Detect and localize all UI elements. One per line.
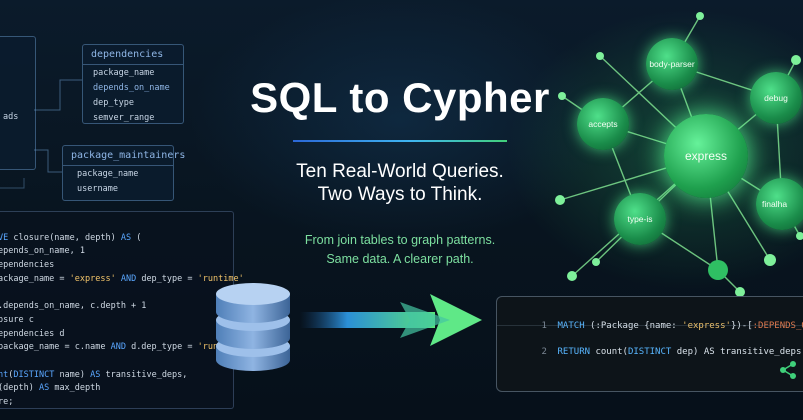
subtitle-line-2: Two Ways to Think.	[317, 184, 483, 205]
headline-subtitle: Ten Real-World Queries. Two Ways to Thin…	[250, 160, 550, 206]
subtitle-line-1: Ten Real-World Queries.	[296, 161, 504, 182]
line-number: 2	[541, 347, 547, 357]
sql-line: ependencies	[0, 260, 55, 271]
tagline-line-1: From join tables to graph patterns.	[304, 233, 496, 247]
sql-line: ackage_name = 'express' AND dep_type = '…	[0, 273, 244, 284]
column-semver-range: semver_range	[93, 113, 155, 123]
column-username: username	[77, 184, 118, 194]
sql-line: epends_on_name, 1	[0, 246, 85, 257]
node-label: accepts	[588, 119, 618, 129]
sql-line: ependencies d	[0, 328, 65, 339]
dependencies-table: dependencies package_name depends_on_nam…	[82, 44, 184, 124]
sql-line: VE closure(name, depth) AS (	[0, 232, 142, 243]
tagline-line-2: Same data. A clearer path.	[326, 252, 474, 266]
graph-node-express: express	[664, 114, 748, 198]
node-label: debug	[764, 93, 788, 103]
node-label: type-is	[627, 214, 653, 224]
share-icon[interactable]	[778, 360, 798, 380]
sql-query-panel	[0, 211, 234, 409]
node-label: express	[684, 149, 728, 163]
cypher-keyword: DISTINCT	[627, 347, 672, 357]
node-label: body-parser	[649, 59, 695, 69]
sql-line: (depth) AS max_depth	[0, 383, 101, 394]
headline-title: SQL to Cypher	[250, 74, 550, 121]
sql-line: .depends_on_name, c.depth + 1	[0, 301, 147, 312]
line-number: 1	[541, 321, 547, 331]
graph-node-finalhandler: finalha	[756, 178, 803, 230]
cypher-text: })-[	[730, 321, 753, 331]
cypher-text: count(	[590, 347, 628, 357]
sql-line: osure c	[0, 314, 34, 325]
cypher-relationship: :DEPENDS_ON*	[752, 321, 803, 331]
sql-line: re;	[0, 397, 14, 408]
cypher-keyword: RETURN	[557, 347, 591, 357]
column-package-name: package_name	[93, 68, 155, 78]
cypher-keyword: MATCH	[557, 321, 585, 331]
sql-line: nt(DISTINCT name) AS transitive_deps,	[0, 369, 188, 380]
column-depends-on-name: depends_on_name	[93, 83, 170, 93]
database-icon	[216, 283, 290, 371]
column-package-name: package_name	[77, 169, 139, 179]
cypher-string: 'express'	[682, 321, 731, 331]
column-dep-type: dep_type	[93, 98, 134, 108]
cypher-line-1: 1 MATCH (:Package {name: 'express'})-[:DE…	[509, 311, 803, 341]
graph-node-debug: debug	[750, 72, 802, 124]
arrow-right-icon	[300, 294, 482, 346]
headline-tagline: From join tables to graph patterns. Same…	[248, 231, 552, 269]
node-label: finalha	[762, 199, 788, 209]
dependencies-table-title: dependencies	[83, 45, 183, 65]
cypher-query-panel: 1 MATCH (:Package {name: 'express'})-[:DE…	[496, 296, 803, 392]
graph-node-type-is: type-is	[614, 193, 666, 245]
cypher-text: dep) AS transitive_deps	[671, 347, 802, 357]
sql-query-code: VE closure(name, depth) AS ( epends_on_n…	[0, 218, 244, 410]
graph-node-body-parser: body-parser	[646, 38, 698, 90]
title-underline	[293, 140, 507, 142]
panel-divider	[497, 325, 803, 326]
cypher-text: (:Package {name:	[584, 321, 683, 331]
left-table-fragment: ads	[0, 36, 36, 170]
cypher-line-2: 2 RETURN count(DISTINCT dep) AS transitiv…	[509, 337, 802, 367]
left-table-row: ads	[3, 112, 19, 122]
package-maintainers-table: package_maintainers package_name usernam…	[62, 145, 185, 201]
graph-node-accepts: accepts	[577, 98, 629, 150]
package-maintainers-table-title: package_maintainers	[63, 146, 185, 166]
